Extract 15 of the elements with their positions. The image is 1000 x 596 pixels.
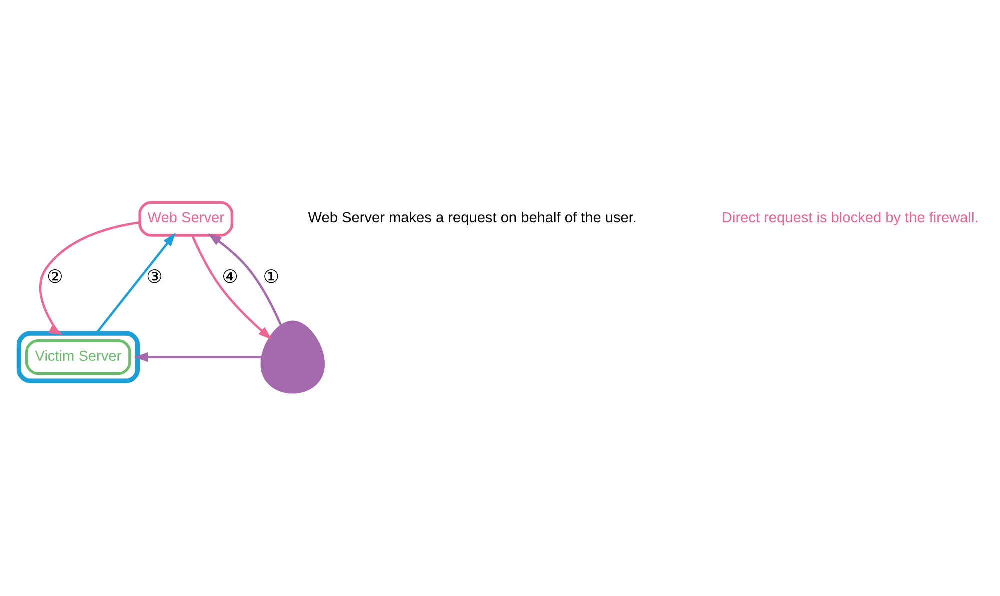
edge-label: ②: [47, 266, 64, 288]
node-box: Victim Server: [26, 340, 132, 376]
cluster: [16, 331, 140, 384]
arrow: [208, 233, 282, 326]
arrow: [96, 232, 176, 334]
edge-label: ④: [222, 266, 239, 288]
edge-label: ③: [146, 266, 163, 288]
arrow: [134, 352, 262, 362]
arrow: [39, 221, 140, 336]
arrow: [191, 235, 272, 340]
label: Direct request is blocked by the firewall.: [722, 210, 979, 227]
node-person: [260, 320, 325, 394]
node-box: Web Server: [138, 201, 234, 237]
label: Web Server makes a request on behalf of the user.: [308, 210, 637, 227]
edge-label: ①: [263, 266, 280, 288]
